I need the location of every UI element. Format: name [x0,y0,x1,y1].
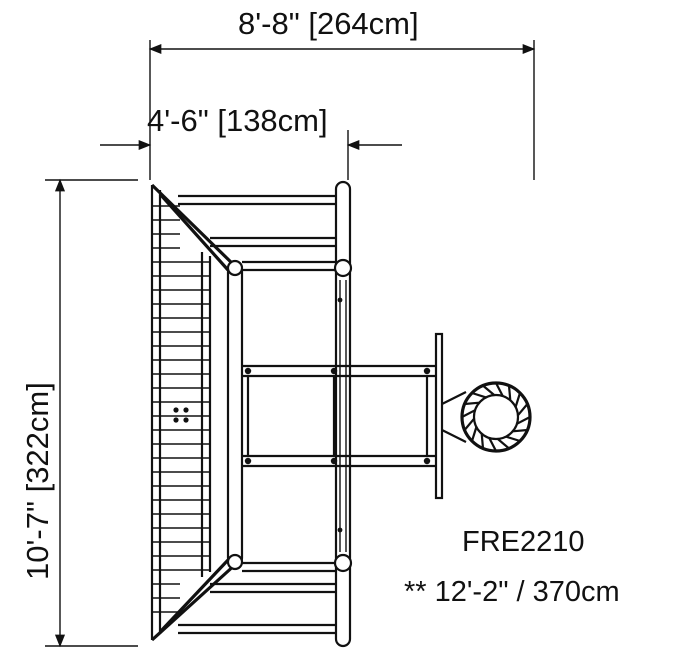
hoop-net-strand [517,403,529,417]
playset-frame [150,180,436,648]
hoop-net-strand [480,433,485,449]
overall-dimension-note: ** 12'-2" / 370cm [404,576,620,608]
width-dimension [148,40,536,180]
depth-dimension [100,130,402,180]
height-dimension-label: 10'-7" [322cm] [20,382,55,580]
hoop-net-strand [461,409,476,418]
hoop-net-strand [516,416,531,425]
hoop-net-strand [463,417,475,431]
depth-dimension-label: 4'-6" [138cm] [147,103,328,138]
hoop-net-strand [505,435,521,443]
hoop-net-strand [488,437,497,452]
hoop-net-strand [507,385,512,401]
hoop-net-strand [495,382,504,397]
height-dimension [45,178,138,648]
hoop-net-strand [471,391,487,399]
hoop-net-strand [482,384,496,396]
hoop-net-strand [514,392,522,408]
basketball-hoop [434,332,532,500]
hoop-net-strand [512,428,528,433]
width-dimension-label: 8'-8" [264cm] [238,6,419,41]
hoop-net-strand [470,426,478,442]
hoop-net-strand [496,438,510,450]
model-number: FRE2210 [462,526,585,558]
hoop-net-strand [464,401,480,406]
